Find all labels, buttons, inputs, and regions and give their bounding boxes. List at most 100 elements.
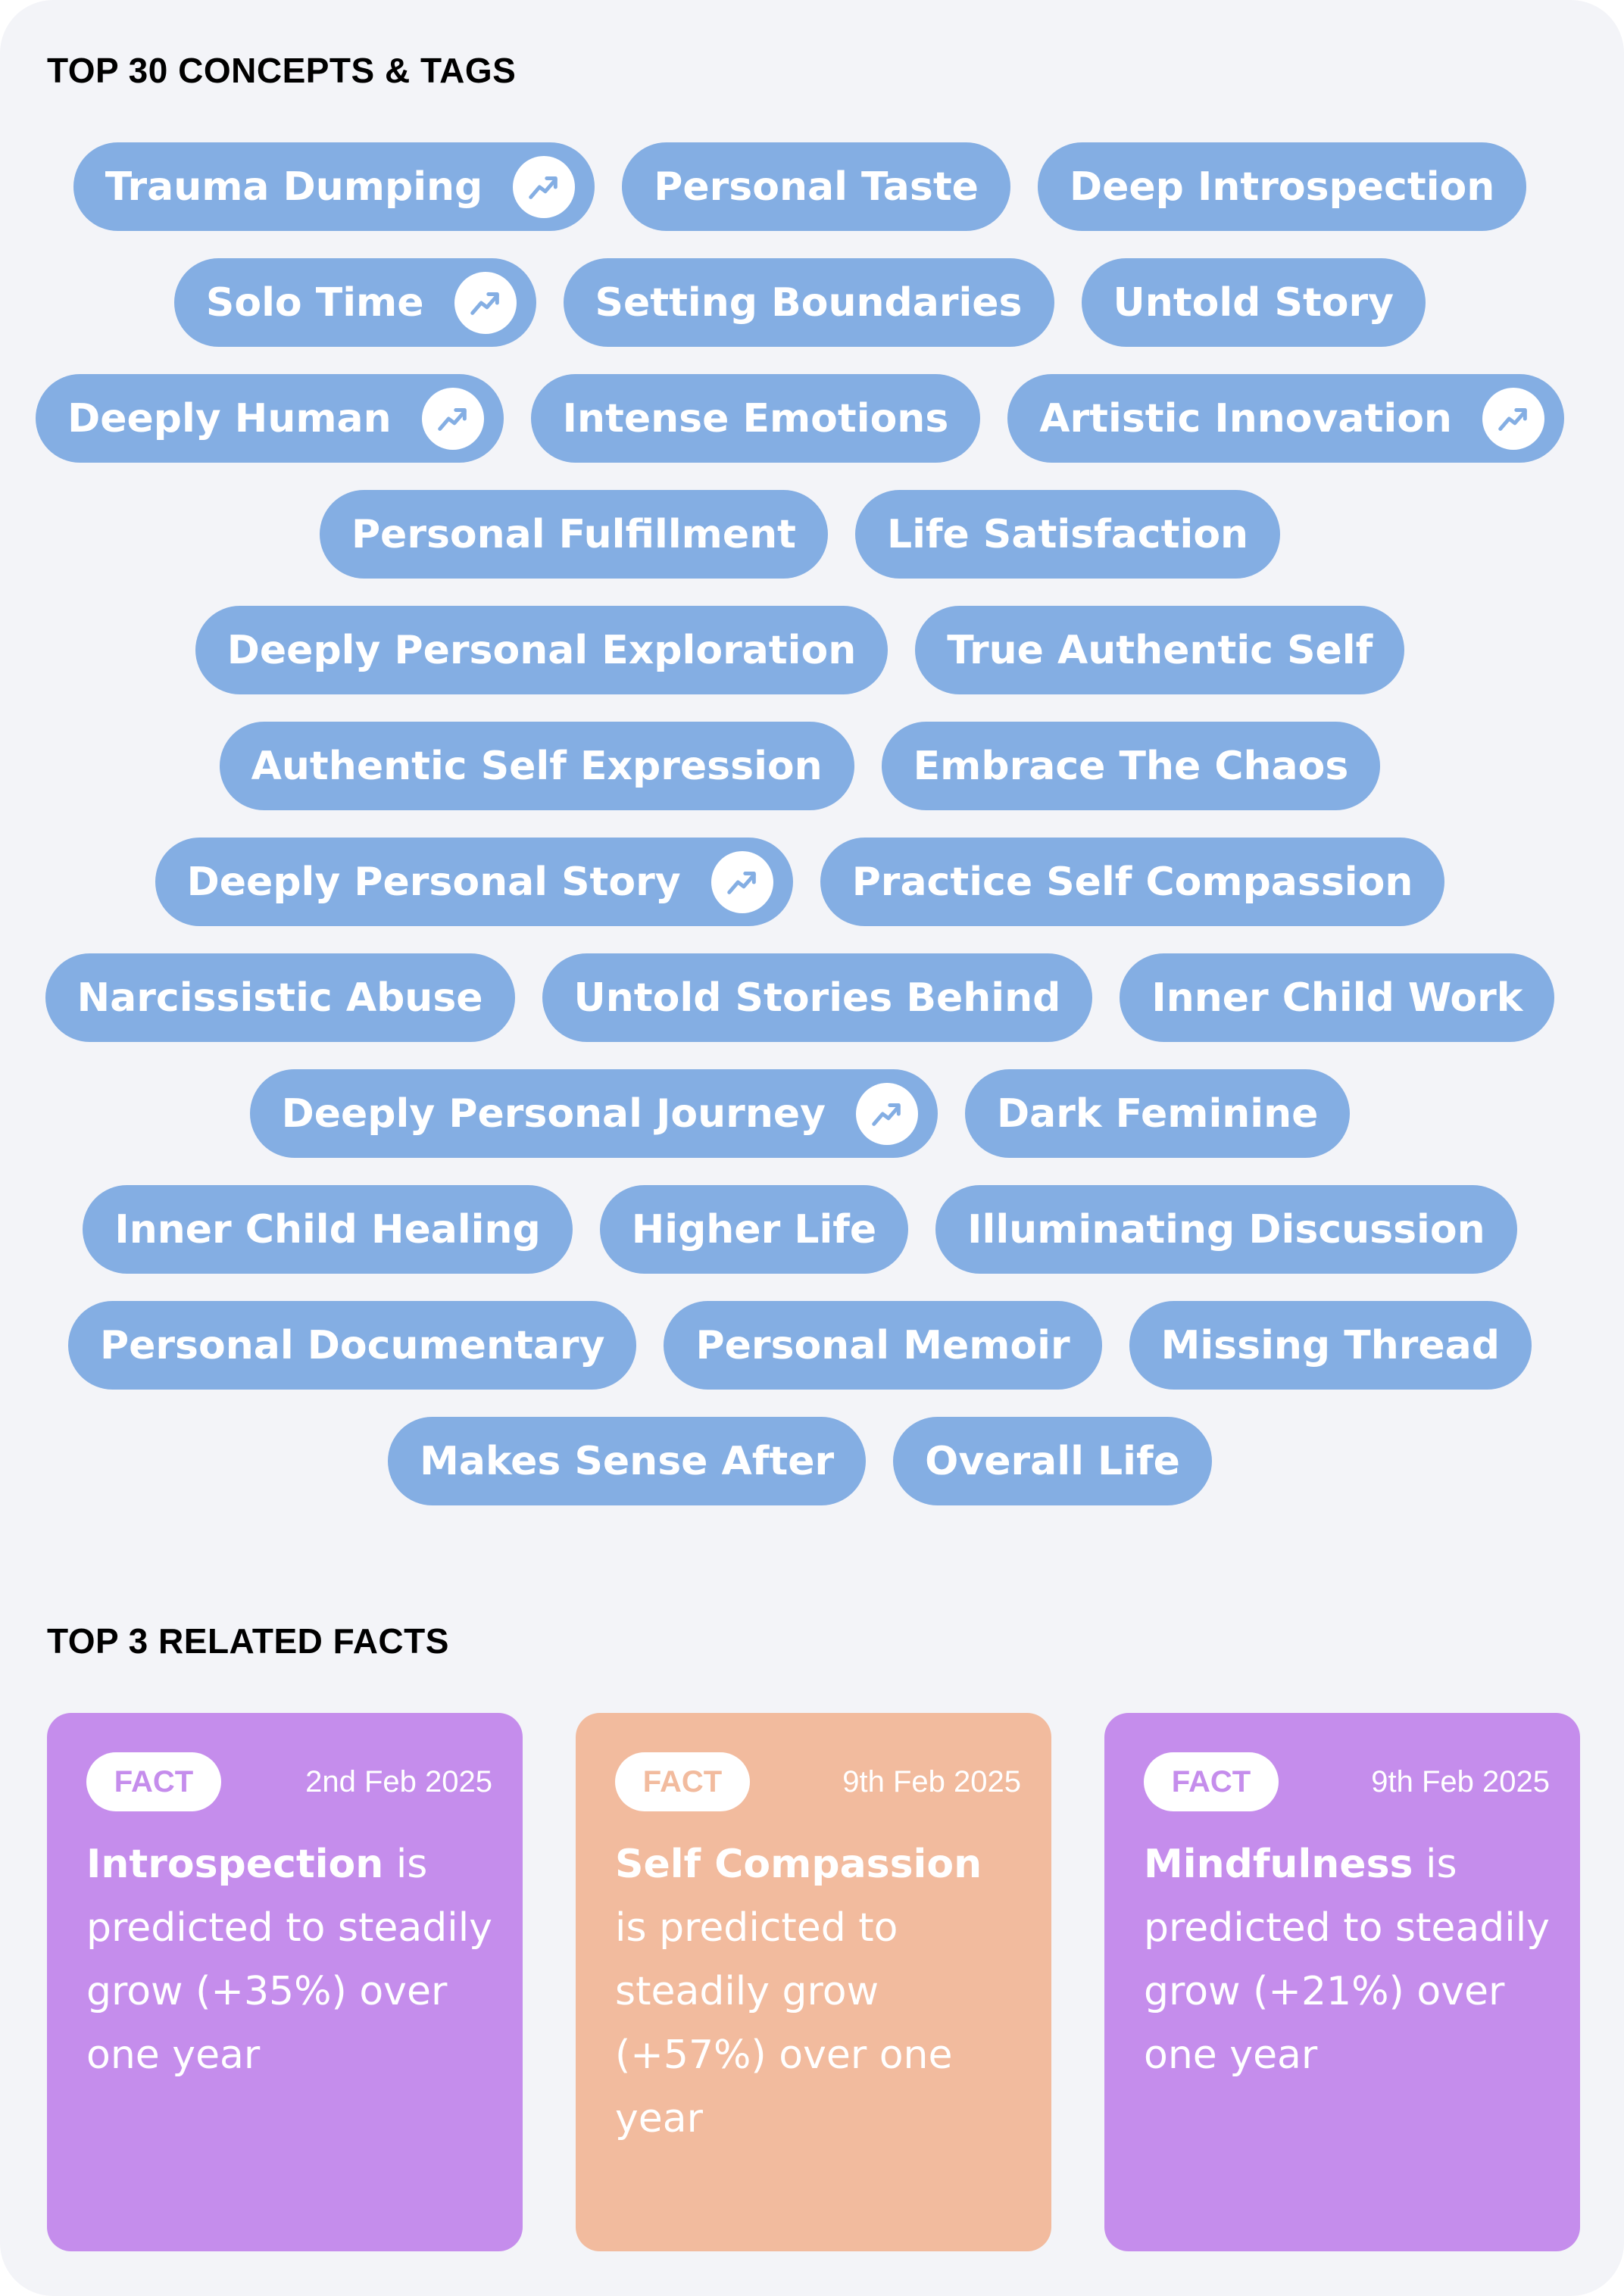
fact-card-header: FACT 9th Feb 2025 [615,1752,1021,1811]
fact-text: Introspection is predicted to steadily g… [86,1833,492,2087]
fact-date: 9th Feb 2025 [1371,1764,1550,1798]
tag-label: Personal Memoir [695,1322,1070,1368]
tag-label: Personal Documentary [100,1322,605,1368]
tag-chip[interactable]: Solo Time [173,258,536,347]
fact-badge: FACT [86,1752,221,1811]
fact-description: is predicted to steadily grow (+35%) ove… [86,1842,492,2078]
tag-chip[interactable]: Practice Self Compassion [820,838,1445,926]
tags-section-title: TOP 30 CONCEPTS & TAGS [47,51,517,90]
fact-badge: FACT [1144,1752,1279,1811]
tag-label: Artistic Innovation [1039,395,1452,441]
tag-chip[interactable]: Makes Sense After [388,1417,867,1505]
tag-chip[interactable]: Personal Taste [622,142,1010,231]
tag-label: Untold Stories Behind [573,975,1061,1021]
tag-chip[interactable]: Deep Introspection [1037,142,1527,231]
trending-up-icon [1482,387,1544,450]
fact-card-header: FACT 2nd Feb 2025 [86,1752,492,1811]
trending-up-icon [513,155,576,218]
tag-label: Setting Boundaries [595,279,1023,326]
tag-row: Personal Fulfillment Life Satisfaction [0,490,1600,579]
tag-row: Authentic Self Expression Embrace The Cha… [0,722,1600,810]
fact-date: 2nd Feb 2025 [305,1764,492,1798]
tag-label: Life Satisfaction [886,511,1249,557]
tag-label: Personal Taste [654,164,979,210]
fact-badge: FACT [615,1752,750,1811]
tag-chip[interactable]: Personal Memoir [664,1301,1102,1390]
tag-label: Inner Child Healing [114,1206,541,1253]
tag-chip[interactable]: Deeply Personal Exploration [195,606,889,694]
fact-date: 9th Feb 2025 [842,1764,1021,1798]
tag-label: Deep Introspection [1069,164,1495,210]
tag-row: Deeply Personal Journey Dark Feminine [0,1069,1600,1158]
tag-label: Inner Child Work [1151,975,1523,1021]
tag-chip[interactable]: Inner Child Healing [83,1185,573,1274]
tag-label: Personal Fulfillment [351,511,796,557]
tag-chip[interactable]: Deeply Human [36,374,504,463]
fact-text: Mindfulness is predicted to steadily gro… [1144,1833,1550,2087]
tag-chip[interactable]: Overall Life [893,1417,1212,1505]
fact-description: is predicted to steadily grow (+21%) ove… [1144,1842,1550,2078]
tag-chip[interactable]: Untold Stories Behind [542,953,1093,1042]
tag-chip[interactable]: Higher Life [599,1185,909,1274]
tag-chip[interactable]: Trauma Dumping [73,142,595,231]
fact-keyword: Self Compassion [615,1842,982,1887]
tag-row: Inner Child Healing Higher Life Illuminati… [0,1185,1600,1274]
tag-chip[interactable]: Deeply Personal Story [155,838,793,926]
tag-chip[interactable]: Setting Boundaries [563,258,1054,347]
tag-label: Missing Thread [1160,1322,1500,1368]
tag-label: Trauma Dumping [105,164,483,210]
fact-description: is predicted to steadily grow (+57%) ove… [615,1905,953,2142]
tag-chip[interactable]: Inner Child Work [1120,953,1555,1042]
tag-label: Solo Time [205,279,424,326]
tag-chip[interactable]: Untold Story [1081,258,1426,347]
tag-chip[interactable]: Missing Thread [1129,1301,1532,1390]
tag-label: Deeply Personal Story [186,859,681,905]
tag-row: Deeply Human Intense Emotions Artistic Inn… [0,374,1600,463]
tag-row: Trauma Dumping Personal Taste Deep Introsp… [0,142,1600,231]
tag-chip[interactable]: Embrace The Chaos [881,722,1381,810]
tag-chip[interactable]: Personal Fulfillment [319,490,828,579]
facts-section-title: TOP 3 RELATED FACTS [47,1621,449,1661]
tag-row: Deeply Personal Story Practice Self Compa… [0,838,1600,926]
tag-label: Deeply Personal Exploration [226,627,857,673]
tag-chip[interactable]: Intense Emotions [530,374,981,463]
tag-chip[interactable]: True Authentic Self [915,606,1405,694]
tag-row: Makes Sense After Overall Life [0,1417,1600,1505]
tag-row: Deeply Personal Exploration True Authenti… [0,606,1600,694]
tag-chip[interactable]: Artistic Innovation [1007,374,1564,463]
tag-label: Practice Self Compassion [851,859,1413,905]
tag-chip[interactable]: Illuminating Discussion [935,1185,1517,1274]
tag-cloud: Trauma Dumping Personal Taste Deep Introsp… [0,142,1600,1533]
tag-label: Untold Story [1113,279,1394,326]
tag-label: Higher Life [631,1206,877,1253]
tag-chip[interactable]: Personal Documentary [68,1301,637,1390]
trending-up-icon [710,850,773,913]
trending-up-icon [421,387,484,450]
tag-row: Solo Time Setting Boundaries Untold Story [0,258,1600,347]
tag-chip[interactable]: Deeply Personal Journey [249,1069,938,1158]
tag-label: Overall Life [925,1438,1180,1484]
tag-chip[interactable]: Narcissistic Abuse [45,953,515,1042]
tag-row: Narcissistic Abuse Untold Stories Behind I… [0,953,1600,1042]
tag-label: Authentic Self Expression [251,743,823,789]
tag-label: Intense Emotions [562,395,949,441]
tag-chip[interactable]: Dark Feminine [965,1069,1351,1158]
tag-label: Deeply Personal Journey [281,1090,826,1137]
tag-chip[interactable]: Authentic Self Expression [219,722,854,810]
tag-label: True Authentic Self [947,627,1373,673]
tag-row: Personal Documentary Personal Memoir Missi… [0,1301,1600,1390]
tag-label: Dark Feminine [997,1090,1319,1137]
tag-label: Illuminating Discussion [967,1206,1485,1253]
tag-label: Deeply Human [67,395,392,441]
tag-chip[interactable]: Life Satisfaction [854,490,1281,579]
tag-label: Narcissistic Abuse [77,975,483,1021]
fact-keyword: Mindfulness [1144,1842,1413,1887]
fact-card-header: FACT 9th Feb 2025 [1144,1752,1550,1811]
fact-keyword: Introspection [86,1842,384,1887]
tag-label: Embrace The Chaos [913,743,1349,789]
